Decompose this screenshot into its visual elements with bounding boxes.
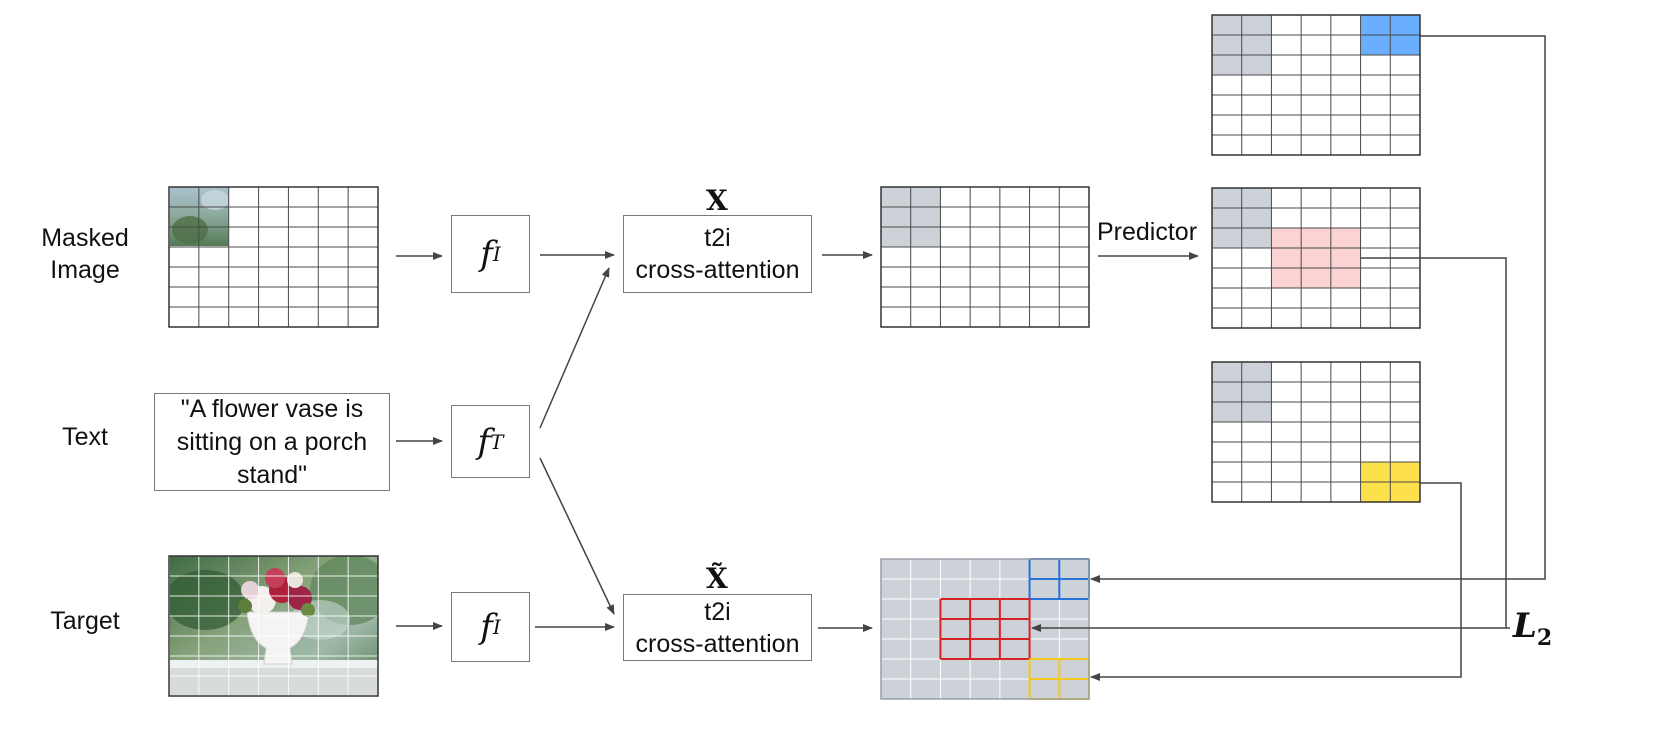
arrow-pink-loss [1031, 257, 1507, 632]
prediction-grid-blue-border [1211, 14, 1421, 156]
text-prompt: "A flower vase is sitting on a porch sta… [176, 394, 368, 489]
target-photo [170, 556, 378, 695]
target-embedding-grid-fill [881, 559, 1089, 699]
target-embedding-grid [880, 558, 1090, 700]
prediction-grid-blue [1211, 14, 1421, 156]
arrows [396, 35, 1546, 681]
prediction-grid-yellow-border [1211, 361, 1421, 503]
arrow-blue-loss [1090, 35, 1546, 583]
context-symbol: X [706, 184, 728, 217]
loss-symbol: L2 [1513, 606, 1552, 651]
masked-image-grid-border [168, 186, 379, 328]
cross-attention-box-bottom: t2i cross-attention [623, 594, 812, 661]
target-encoder-subscript: I [492, 615, 501, 639]
arrow-text-encoder-to-top-attention [539, 267, 610, 429]
loss-subscript: 2 [1536, 624, 1553, 651]
text-encoder-subscript: T [490, 429, 504, 454]
arrow-text-encoder-to-bottom-attention [539, 457, 615, 615]
loss-letter: L [1513, 606, 1537, 646]
cross-attention-box-top: t2i cross-attention [623, 215, 812, 293]
target-encoder-symbol: f [480, 607, 493, 647]
target-symbol: X̃ [706, 562, 728, 595]
image-encoder-subscript: I [492, 242, 501, 266]
prediction-grid-pink-pink-target-block [1271, 228, 1361, 288]
cross-attention-top-line1: t2i [704, 224, 731, 252]
masked-image-grid [168, 186, 379, 328]
context-embedding-grid-border [880, 186, 1090, 328]
arrow-yellow-loss [1090, 482, 1462, 681]
target-label: Target [50, 607, 120, 635]
context-embedding-grid [880, 186, 1090, 328]
prediction-grid-yellow [1211, 361, 1421, 503]
target-embedding-grid-red-outline-block [939, 598, 1031, 660]
target-image-grid-border [168, 555, 379, 697]
target-image-grid [168, 555, 379, 697]
text-prompt-box: "A flower vase is sitting on a porch sta… [154, 393, 390, 491]
target-embedding-grid-border [880, 558, 1090, 700]
prediction-grid-pink [1211, 187, 1421, 329]
token-grids [168, 14, 1421, 700]
cross-attention-top-line2: cross-attention [635, 256, 800, 284]
masked-image-label: Masked Image [41, 224, 129, 284]
text-encoder-symbol: f [477, 421, 491, 462]
predictor-label: Predictor [1097, 218, 1198, 246]
cross-attention-bottom-line1: t2i [704, 597, 731, 626]
image-encoder-symbol: f [480, 234, 493, 274]
text-label: Text [62, 423, 108, 451]
cross-attention-bottom-line2: cross-attention [635, 629, 800, 658]
masked-image-visible-patch [170, 187, 229, 246]
